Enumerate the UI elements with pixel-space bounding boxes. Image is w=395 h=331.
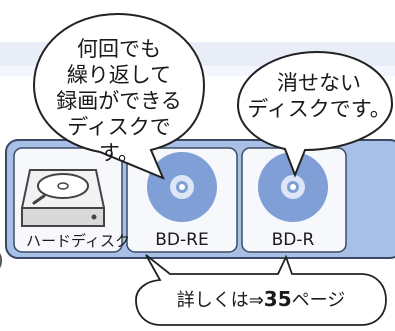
bdr-label: BD-R (271, 230, 315, 250)
background-paren: ) (0, 248, 4, 272)
rewritable-bubble (32, 12, 206, 180)
bubble-line: ディスクです。 (67, 115, 171, 165)
hard-disk-icon (20, 169, 106, 227)
bdr-disc-icon (258, 152, 328, 222)
bdre-disc-icon (147, 152, 217, 222)
rewritable-bubble-text: 何回でも 繰り返して 録画ができる ディスクです。 (54, 36, 184, 166)
reference-page-number: 35 (263, 287, 292, 311)
bdre-label: BD-RE (155, 230, 209, 250)
reference-suffix: ページ (291, 290, 346, 311)
bubble-line: ディスクです。 (247, 97, 391, 121)
bubble-line: 繰り返して (66, 63, 172, 87)
write-once-bubble-text: 消せない ディスクです。 (244, 70, 394, 122)
bubble-line: 何回でも (77, 37, 161, 61)
bubble-line: 録画ができる (56, 89, 182, 113)
write-once-bubble (236, 50, 394, 178)
hdd-label: ハードディスク (26, 232, 130, 250)
reference-bubble (135, 254, 387, 326)
reference-prefix: 詳しくは⇒ (176, 290, 264, 311)
page-reference-link[interactable]: 詳しくは⇒35ページ (146, 287, 376, 313)
bubble-line: 消せない (277, 71, 361, 95)
